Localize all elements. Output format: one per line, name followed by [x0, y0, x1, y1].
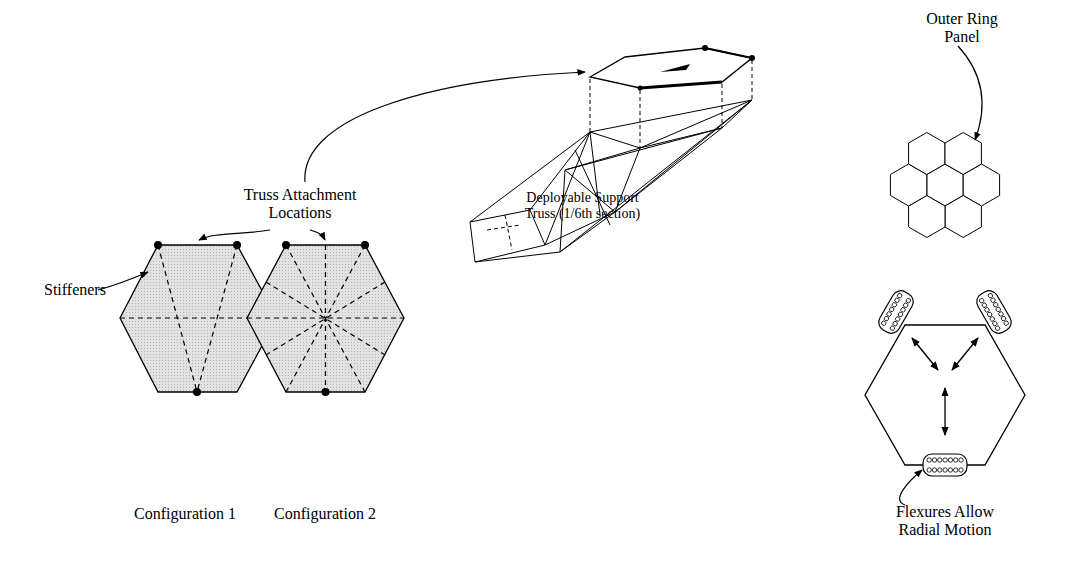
label-text: Configuration 1: [120, 505, 250, 523]
flexure: [875, 287, 916, 336]
support-truss: [470, 100, 752, 262]
label-text: Outer Ring Panel: [912, 10, 1012, 46]
truss-panel: [590, 45, 755, 91]
hex-panel: [909, 133, 945, 175]
panel-array: [890, 133, 999, 238]
hex-panel: [945, 196, 981, 238]
flexure: [923, 454, 967, 476]
attachment-lines: [590, 60, 752, 148]
leader-line: [958, 46, 982, 140]
label-text: Stiffeners: [44, 281, 124, 299]
flexures: [875, 287, 1014, 476]
motion-arrows: [912, 338, 978, 435]
panel-configuration-2: [247, 241, 404, 396]
label-text: Deployable Support Truss (1/6th section): [520, 190, 645, 222]
flexure-panel: [865, 325, 1025, 465]
label-text: Flexures Allow Radial Motion: [880, 503, 1010, 539]
leader-line: [900, 470, 922, 505]
label-text: Configuration 2: [260, 505, 390, 523]
flexure: [973, 287, 1014, 336]
label-text: Truss Attachment Locations: [225, 186, 375, 222]
